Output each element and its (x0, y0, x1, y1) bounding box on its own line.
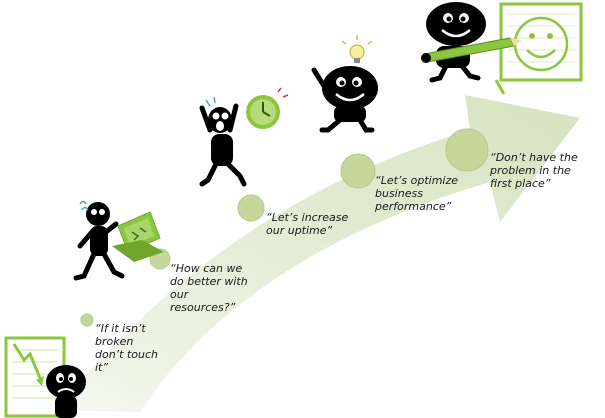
stage-4-quote: “Let’s optimize business performance” (375, 174, 459, 213)
stage-circle-5 (445, 128, 489, 172)
stage-5-quote: “Don’t have the problem in the first pla… (490, 151, 578, 190)
figure-stage-3 (199, 96, 247, 187)
stage-3-quote: “Let’s increase our uptime” (266, 211, 349, 237)
stage-1-quote: “If it isn’t broken don’t touch it” (95, 322, 159, 374)
stage-circle-4 (340, 153, 376, 189)
lightbulb-icon (341, 35, 373, 63)
pencil-icon (421, 37, 522, 63)
figure-stage-5 (426, 2, 486, 83)
figure-stage-4 (311, 66, 378, 133)
figure-stage-2 (73, 200, 125, 281)
alarm-clock-icon (246, 87, 289, 129)
stage-circle-1 (80, 313, 94, 327)
figure-stage-1 (46, 365, 86, 418)
stage-2-quote: “How can we do better with our resources… (170, 262, 248, 314)
progression-arrow (55, 95, 580, 412)
stage-circle-3 (237, 194, 265, 222)
broken-screen-icon (112, 211, 164, 262)
smiley-board-icon (494, 2, 583, 95)
